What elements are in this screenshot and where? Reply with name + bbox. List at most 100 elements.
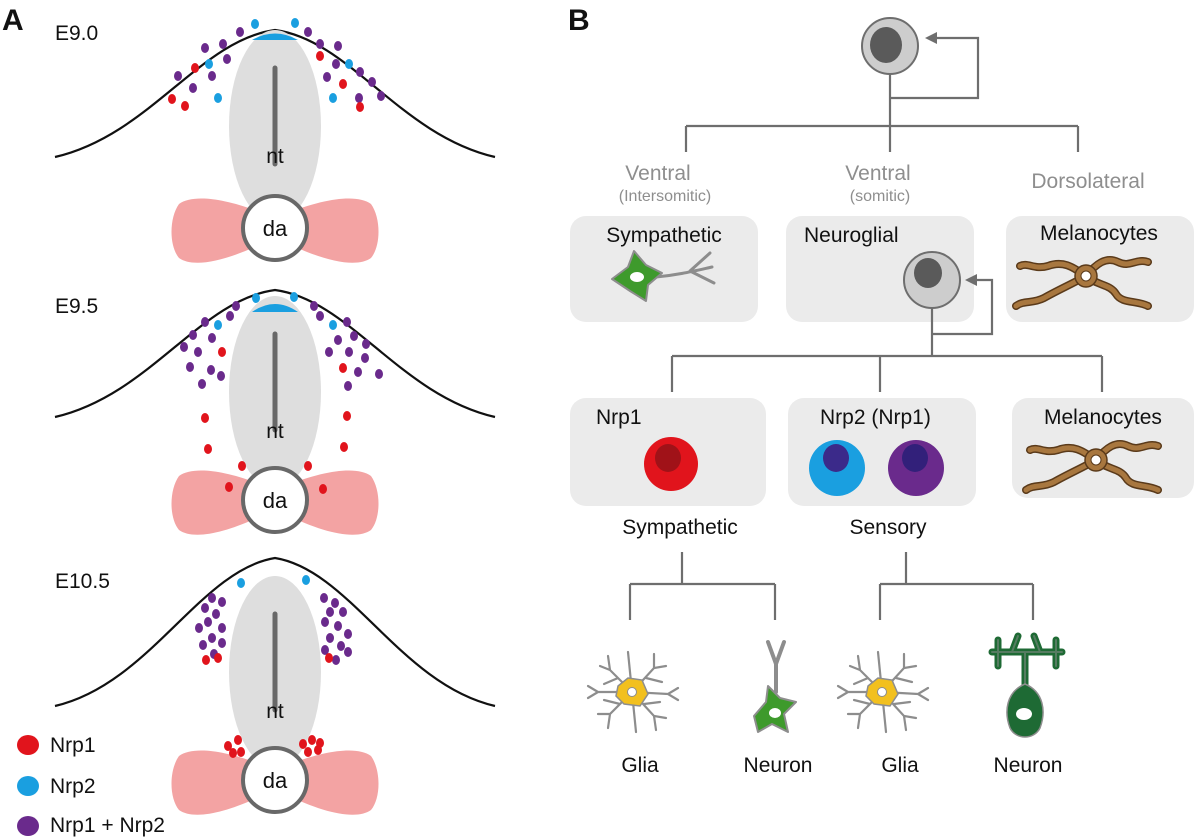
nrp1-nrp2-cell-dot	[218, 597, 226, 607]
neural-tube	[229, 296, 321, 488]
cell-type-label: Glia	[621, 754, 659, 777]
nrp1-cell-dot	[299, 739, 307, 749]
nrp2-cell-dot	[345, 59, 353, 69]
nrp1-cell	[644, 437, 698, 491]
nrp1-nrp2-cell-dot	[304, 27, 312, 37]
nrp1-nrp2-cell-dot	[361, 353, 369, 363]
lineage-sympathetic-label: Sympathetic	[622, 516, 738, 539]
nrp2-cell-dot	[214, 93, 222, 103]
pathway-dorsolateral-title: Dorsolateral	[1031, 170, 1144, 193]
box-sympathetic-title: Sympathetic	[606, 224, 722, 247]
nrp1-nrp2-cell-dot	[204, 617, 212, 627]
lineage-sensory-label: Sensory	[849, 516, 927, 539]
nrp1-nrp2-cell-dot	[326, 607, 334, 617]
arrowhead	[965, 274, 977, 286]
nrp1-nrp2-cell-dot	[344, 629, 352, 639]
neuroglial-progenitor-cell	[903, 251, 961, 309]
nrp1-nrp2-cell-dot	[232, 301, 240, 311]
embryo-contour	[54, 288, 496, 419]
box-neuroglial-title: Neuroglial	[804, 224, 899, 247]
cell-type-label: Neuron	[744, 754, 813, 777]
stage-e10-5: E10.5 nt da	[54, 556, 496, 817]
legend-label-nrp1-nrp2: Nrp1 + Nrp2	[50, 814, 165, 837]
nrp2-cell-dot	[214, 320, 222, 330]
nrp1-nrp2-cell-dot	[208, 593, 216, 603]
sensory-glia-icon	[836, 650, 930, 734]
nrp1-cell-dot	[356, 102, 364, 112]
legend-swatch-nrp1	[17, 735, 39, 755]
legend-label-nrp2: Nrp2	[50, 775, 96, 798]
nrp2-cell-dot	[237, 578, 245, 588]
nrp1-cell-dot	[202, 655, 210, 665]
neural-tube-label: nt	[266, 420, 284, 443]
nrp1-nrp2-cell-dot	[195, 623, 203, 633]
neural-tube-label: nt	[266, 145, 284, 168]
nrp1-nrp2-cell-dot	[198, 379, 206, 389]
nrp1-nrp2-cell-dot	[208, 633, 216, 643]
embryo-contour	[54, 556, 496, 708]
nrp2-cell-dot	[290, 292, 298, 302]
nrp1-nrp2-cell-dot	[375, 369, 383, 379]
nrp1-cell-dot	[339, 363, 347, 373]
nrp1-nrp2-cell-dot	[316, 39, 324, 49]
nrp1-nrp2-cell-dot	[355, 93, 363, 103]
neural-tube	[229, 30, 321, 222]
nrp1-cell-dot	[204, 444, 212, 454]
stage-e9-5: E9.5 nt da	[54, 288, 496, 537]
nrp1-nrp2-cell-dot	[316, 311, 324, 321]
box-melanocytes-mid-title: Melanocytes	[1044, 406, 1162, 429]
stage-label: E9.5	[55, 295, 98, 318]
nrp1-cell-dot	[238, 461, 246, 471]
neuroglial-self-renewal-arrow	[932, 278, 994, 336]
nrp1-nrp2-cell-dot	[321, 645, 329, 655]
sympathetic-neuron-terminal-icon	[753, 640, 797, 733]
cell-cluster-e9-0	[168, 18, 385, 112]
nrp1-nrp2-cell-dot	[207, 365, 215, 375]
stage-label: E9.0	[55, 22, 98, 45]
nrp1-nrp2-cell-dot	[326, 633, 334, 643]
nrp2-cell	[809, 440, 865, 496]
pathway-tree	[684, 74, 1080, 152]
nrp1-nrp2-cell-dot	[331, 598, 339, 608]
nrp1-nrp2-cell-dot	[334, 335, 342, 345]
nrp1-nrp2-cell-dot	[344, 381, 352, 391]
nrp1-cell-dot	[343, 411, 351, 421]
nrp1-nrp2-cell-dot	[325, 347, 333, 357]
nrp1-nrp2-cell-dot	[321, 617, 329, 627]
nrp1-nrp2-cell-dot	[343, 317, 351, 327]
nrp1-nrp2-cell-dot	[236, 27, 244, 37]
nrp1-nrp2-cell-dot	[194, 347, 202, 357]
nrp2-cell-dot	[205, 59, 213, 69]
dorsal-aorta-label: da	[263, 216, 288, 241]
nrp1-nrp2-cell-dot	[186, 362, 194, 372]
nrp1-nrp2-cell-dot	[201, 603, 209, 613]
cell-type-label: Neuron	[994, 754, 1063, 777]
nrp1-cell-dot	[234, 735, 242, 745]
panel-a-letter: A	[2, 4, 24, 37]
dorsal-aorta-label: da	[263, 488, 288, 513]
neural-tube-label: nt	[266, 700, 284, 723]
nrp1-nrp2-cell-dot	[223, 54, 231, 64]
legend-label-nrp1: Nrp1	[50, 734, 96, 757]
nrp1-cell-dot	[218, 347, 226, 357]
nrp1-cell-dot	[224, 741, 232, 751]
nrp1-nrp2-cell-dot	[189, 83, 197, 93]
nrp1-cell-dot	[229, 748, 237, 758]
nrp1-nrp2-cell-dot	[344, 647, 352, 657]
pathway-ventral-somitic-title: Ventral	[845, 162, 910, 185]
nrp2-cell-dot	[302, 575, 310, 585]
nrp1-nrp2-cell-dot	[226, 311, 234, 321]
nrp1-cell-dot	[316, 738, 324, 748]
legend-swatch-nrp2	[17, 776, 39, 796]
nrp1-nrp2-cell-dot	[356, 67, 364, 77]
nrp1-nrp2-cell-dot	[212, 609, 220, 619]
nrp2-cell-dot	[329, 320, 337, 330]
progenitor-cell	[861, 17, 919, 75]
cell-type-label: Glia	[881, 754, 919, 777]
panel-b-letter: B	[568, 4, 590, 37]
nrp2-cell-dot	[251, 19, 259, 29]
nrp1-nrp2-cell-dot	[218, 638, 226, 648]
nrp1-nrp2-cell-dot	[320, 593, 328, 603]
nrp1-nrp2-cell-dot	[218, 623, 226, 633]
nrp1-cell-dot	[339, 79, 347, 89]
